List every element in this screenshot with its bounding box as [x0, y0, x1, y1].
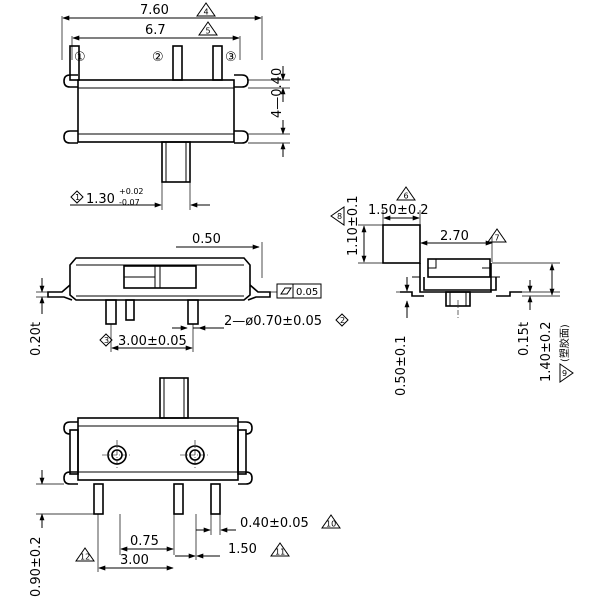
svg-text:9: 9 — [562, 369, 567, 378]
pin-2-leg — [172, 45, 183, 81]
tab-left-upper — [63, 74, 78, 88]
dim-bottom-pitch: 0.75 — [130, 534, 159, 549]
bottom-view: 0.75 0.40±0.05 10 1.50 11 3.00 12 — [29, 377, 341, 597]
pin-1-leg — [69, 45, 80, 81]
dim-bottom-pin-width: 0.40±0.05 — [240, 516, 309, 531]
tab-right-lower — [234, 130, 249, 144]
pin-3-leg — [212, 45, 223, 81]
dim-tab-width: 4—0.40 — [270, 68, 285, 118]
note-triangle-5: 5 — [198, 21, 218, 36]
front-pin-left — [105, 299, 117, 325]
dim-side-sheet: 0.15t — [517, 322, 532, 356]
note-diamond-2: 2 — [335, 313, 349, 327]
dim-actuator-plus-tol: +0.02 — [119, 187, 144, 196]
bottom-pin-1 — [93, 483, 104, 515]
dim-side-total-note: (塑胶面) — [558, 324, 571, 362]
side-view: 1.50±0.2 6 1.10±0.1 8 2.70 7 — [330, 186, 574, 396]
note-triangle-7: 7 — [487, 228, 507, 243]
dim-side-height: 1.10±0.1 — [346, 195, 361, 256]
dim-pin-span: 3.00±0.05 — [118, 334, 187, 349]
dim-bottom-spacing: 1.50 — [228, 542, 257, 557]
note-triangle-11: 11 — [270, 542, 290, 557]
svg-text:8: 8 — [337, 212, 342, 221]
note-diamond-1: 1 — [70, 190, 84, 204]
side-pin — [445, 291, 471, 307]
dim-bottom-overall: 3.00 — [120, 553, 149, 568]
front-left-leg — [47, 284, 73, 301]
note-diamond-3: 3 — [99, 333, 113, 347]
tab-left-lower — [63, 130, 78, 144]
dim-side-total: 1.40±0.2 — [539, 321, 554, 382]
flatness-frame — [276, 283, 322, 299]
side-knob — [382, 224, 421, 264]
note-triangle-8: 8 — [330, 206, 345, 226]
dim-boss-diameter: 2—ø0.70±0.05 — [224, 314, 322, 329]
svg-text:7: 7 — [495, 234, 500, 243]
svg-text:3: 3 — [104, 336, 109, 345]
front-pin-right — [187, 299, 199, 325]
dim-side-width: 2.70 — [440, 229, 469, 244]
note-triangle-12: 12 — [75, 547, 95, 562]
switch-body-top — [77, 79, 235, 143]
svg-text:2: 2 — [340, 316, 345, 325]
note-triangle-9: 9 — [559, 363, 574, 383]
pin-2-label: ② — [152, 50, 164, 65]
dim-pin-pitch: 6.7 — [145, 23, 166, 38]
pin-1-label: ① — [74, 50, 86, 65]
dim-overall-width: 7.60 — [140, 3, 169, 18]
note-triangle-6: 6 — [396, 186, 416, 201]
dim-sheet-thickness: 0.20t — [29, 322, 44, 356]
dim-side-depth: 1.50±0.2 — [368, 203, 429, 218]
dim-bottom-height: 0.90±0.2 — [29, 536, 44, 597]
actuator-top — [161, 141, 191, 183]
dim-actuator-width: 1.30 — [86, 192, 115, 207]
svg-text:6: 6 — [404, 192, 409, 201]
note-triangle-10: 10 — [321, 514, 341, 529]
svg-text:12: 12 — [80, 553, 90, 562]
flatness-value: 0.05 — [296, 287, 318, 298]
bottom-pin-3 — [210, 483, 221, 515]
svg-text:4: 4 — [204, 8, 209, 17]
switch-body-front — [69, 257, 251, 301]
pin-3-label: ③ — [225, 50, 237, 65]
svg-text:5: 5 — [206, 27, 211, 36]
bottom-pin-2 — [173, 483, 184, 515]
svg-text:10: 10 — [326, 520, 336, 529]
svg-text:11: 11 — [275, 548, 285, 557]
tab-right-upper — [234, 74, 249, 88]
switch-body-bottom — [77, 417, 239, 481]
dim-side-standoff: 0.50±0.1 — [394, 335, 409, 396]
side-housing — [427, 258, 491, 278]
dim-actuator-minus-tol: -0.07 — [119, 198, 140, 207]
svg-text:1: 1 — [75, 193, 80, 202]
top-view: 7.60 4 6.7 5 ① ② ③ — [61, 2, 290, 210]
dim-knob-width: 0.50 — [192, 232, 221, 247]
front-view: 0.50 0.05 0.20t 3 — [29, 232, 349, 356]
note-triangle-4: 4 — [196, 2, 216, 17]
